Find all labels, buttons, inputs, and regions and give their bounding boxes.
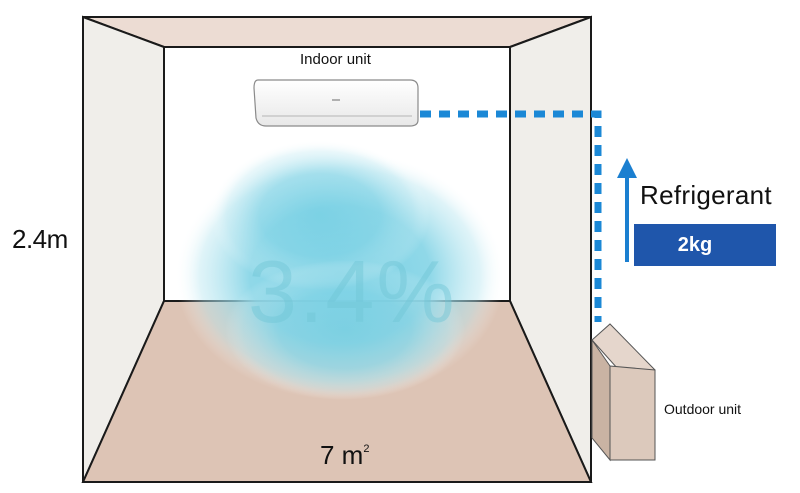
concentration-label: 3.4% xyxy=(248,242,457,341)
room-height-label: 2.4m xyxy=(12,224,68,254)
floor-area-value: 7 m xyxy=(320,440,364,470)
outdoor-unit-label: Outdoor unit xyxy=(664,401,742,417)
refrigerant-label: Refrigerant xyxy=(640,180,772,210)
floor-area-label: 7 m2 xyxy=(320,442,369,468)
refrigerant-pipe xyxy=(420,110,602,322)
arrow-up-icon xyxy=(617,158,637,262)
refrigerant-amount-badge: 2kg xyxy=(634,224,776,266)
indoor-unit-label: Indoor unit xyxy=(300,51,371,68)
air-conditioner-icon xyxy=(253,79,419,127)
refrigerant-cloud-icon xyxy=(175,140,505,400)
outdoor-unit-icon xyxy=(591,323,656,462)
ceiling xyxy=(82,16,592,48)
floor-area-unit-mark: 2 xyxy=(363,443,370,455)
